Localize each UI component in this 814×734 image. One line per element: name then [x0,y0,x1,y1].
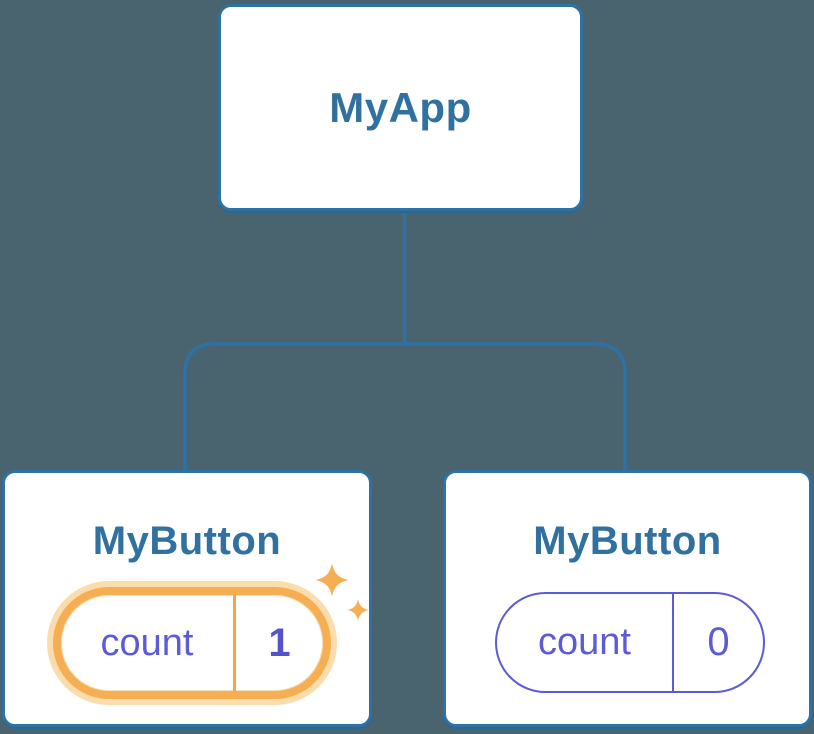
component-name-mybutton-1: MyButton [92,519,282,563]
state-key-label: count [100,621,194,664]
state-pill-highlighted: count 1 [53,587,331,699]
state-value: 1 [268,620,291,665]
sparkle-icon-large [315,563,349,597]
component-card-mybutton-0: MyButton count 0 [443,470,812,727]
state-key-label: count [538,621,631,663]
component-card-mybutton-1: MyButton count 1 [2,470,372,727]
sparkle-icon [315,563,369,621]
component-name-mybutton-0: MyButton [533,519,722,563]
component-name-myapp: MyApp [329,83,472,131]
sparkle-icon-small [347,599,369,621]
state-pill: count 0 [495,592,765,693]
pill-divider [233,595,236,691]
component-card-myapp: MyApp [218,4,583,211]
state-value: 0 [707,620,730,664]
pill-divider [672,594,674,691]
